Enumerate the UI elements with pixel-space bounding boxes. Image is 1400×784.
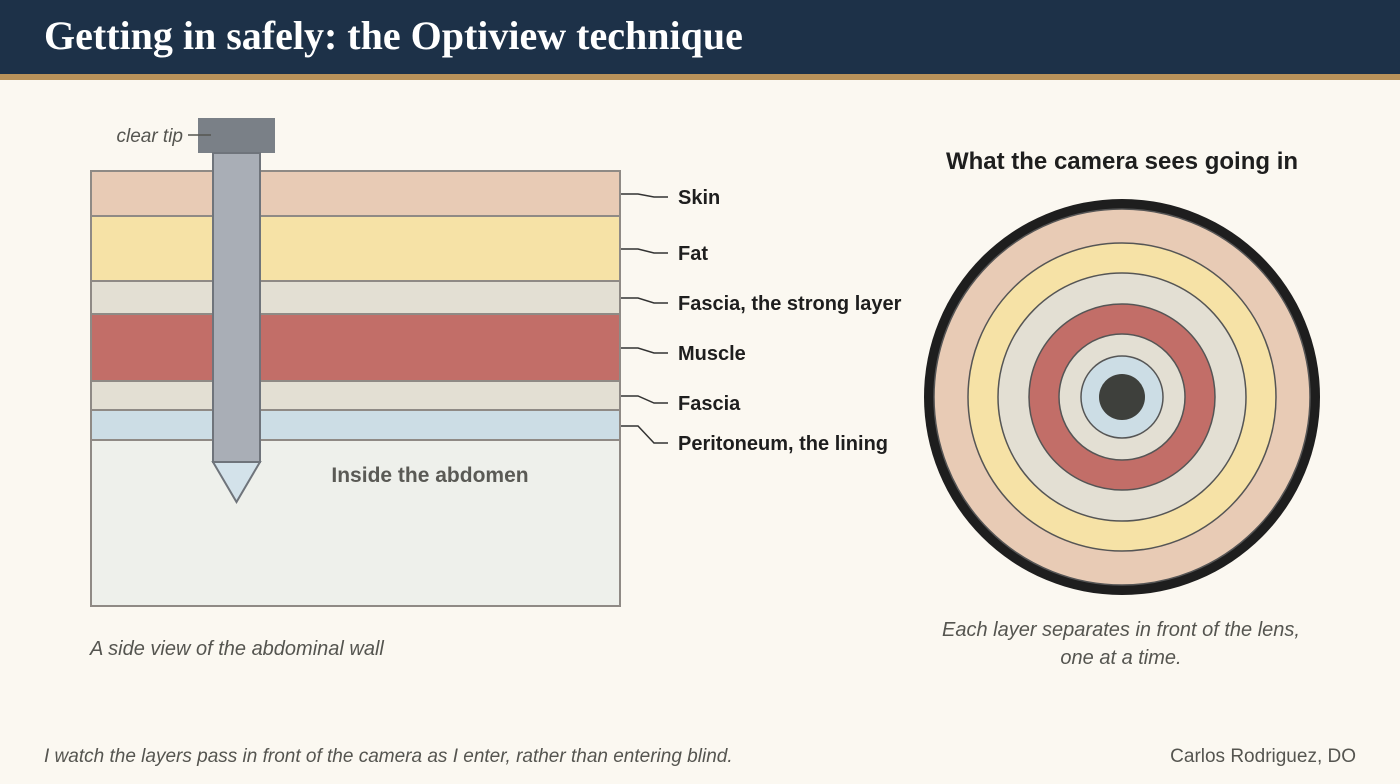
camera-caption-line-1: Each layer separates in front of the len… [942, 619, 1300, 641]
cavity-label: Inside the abdomen [331, 464, 528, 487]
label-fat: Fat [678, 243, 708, 265]
layer-callouts [621, 193, 668, 444]
callout-leader-muscle [621, 347, 668, 354]
trocar-shaft [212, 152, 261, 463]
layer-muscle [90, 313, 621, 382]
side-view-caption: A side view of the abdominal wall [90, 638, 384, 660]
header-accent-rule [0, 74, 1400, 80]
layer-fascia [90, 380, 621, 411]
page-title: Getting in safely: the Optiview techniqu… [44, 13, 743, 58]
abdominal-cavity [90, 439, 621, 607]
layer-fascia-strong [90, 280, 621, 315]
callout-leader-fascia [621, 395, 668, 404]
layer-skin [90, 170, 621, 217]
footer-note: I watch the layers pass in front of the … [44, 746, 733, 767]
callout-leader-skin [621, 193, 668, 198]
callout-leader-fat [621, 248, 668, 254]
camera-view-caption: Each layer separates in front of the len… [900, 616, 1342, 672]
optiview-trocar: clear tip [116, 118, 275, 504]
camera-center [1099, 374, 1145, 420]
callout-leader-peritoneum [621, 425, 668, 444]
trocar-clear-tip [211, 461, 262, 504]
title-bar: Getting in safely: the Optiview techniqu… [0, 0, 1400, 74]
camera-view-rings [924, 199, 1320, 595]
camera-caption-line-2: one at a time. [1060, 647, 1182, 669]
layer-peritoneum [90, 409, 621, 441]
abdominal-wall-side-view: Inside the abdomen [90, 170, 621, 607]
label-muscle: Muscle [678, 343, 746, 365]
camera-view-title: What the camera sees going in [945, 148, 1299, 175]
label-skin: Skin [678, 187, 720, 209]
label-fascia-strong: Fascia, the strong layer [678, 293, 902, 315]
label-peritoneum: Peritoneum, the lining [678, 433, 888, 455]
label-fascia: Fascia [678, 393, 741, 415]
callout-leader-fascia-strong [621, 297, 668, 304]
layer-labels: Skin Fat Fascia, the strong layer Muscle… [678, 187, 902, 455]
layer-fat [90, 215, 621, 282]
trocar-label: clear tip [116, 126, 183, 147]
footer-author: Carlos Rodriguez, DO [1170, 746, 1356, 767]
